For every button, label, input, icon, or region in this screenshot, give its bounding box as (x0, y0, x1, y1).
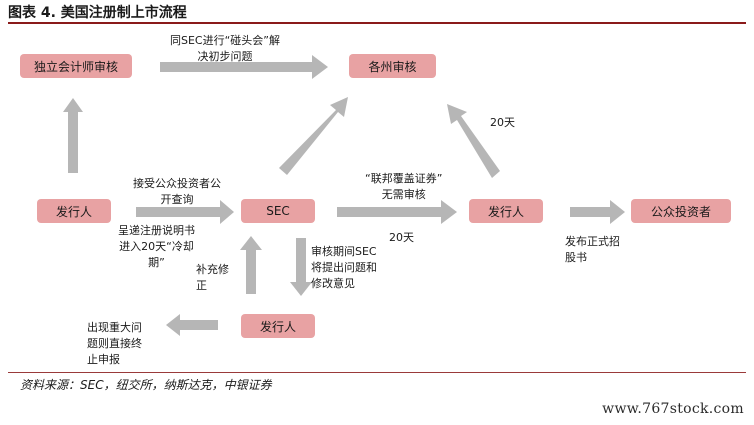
arrow-amend-up (240, 236, 262, 294)
note-sec-feedback: 审核期间SEC 将提出问题和 修改意见 (311, 245, 377, 290)
note-20-days-mid: 20天 (389, 231, 414, 244)
arrow-sec-feedback-down (290, 238, 312, 296)
arrow-issuer-to-sec (136, 200, 234, 224)
note-publish-prospectus: 发布正式招 股书 (565, 235, 620, 264)
note-submit-prospectus: 呈递注册说明书 进入20天“冷却 期” (118, 224, 195, 269)
note-20-days-right: 20天 (490, 116, 515, 129)
arrow-terminate-left (166, 314, 218, 336)
title-rule (8, 22, 746, 24)
issuer-bottom-box: 发行人 (241, 314, 315, 338)
source-note: 资料来源：SEC，纽交所，纳斯达克，中银证券 (20, 378, 272, 392)
arrow-issuer-to-public (570, 200, 625, 224)
arrow-sec-to-issuer (337, 200, 457, 224)
note-sec-meeting: 同SEC进行“碰头会”解 决初步问题 (170, 34, 281, 63)
note-amend: 补充修 正 (196, 263, 229, 292)
arrow-issuer-right-to-state (447, 104, 500, 178)
note-federal-securities: “联邦覆盖证券” 无需审核 (365, 172, 443, 201)
watermark: www.767stock.com (602, 401, 744, 417)
issuer-left-box: 发行人 (37, 199, 111, 223)
sec-box: SEC (241, 199, 315, 223)
state-review-box: 各州审核 (349, 54, 436, 78)
note-public-review: 接受公众投资者公 开查询 (133, 177, 221, 206)
source-rule (8, 372, 746, 373)
arrow-sec-to-state (279, 97, 348, 175)
issuer-right-box: 发行人 (469, 199, 543, 223)
auditor-box: 独立会计师审核 (20, 54, 132, 78)
note-major-issue: 出现重大问 题则直接终 止申报 (87, 321, 142, 366)
public-investors-box: 公众投资者 (631, 199, 731, 223)
arrow-auditor-to-state (160, 55, 328, 79)
figure-title: 图表 4. 美国注册制上市流程 (8, 5, 187, 21)
arrow-issuer-to-auditor (63, 98, 83, 173)
